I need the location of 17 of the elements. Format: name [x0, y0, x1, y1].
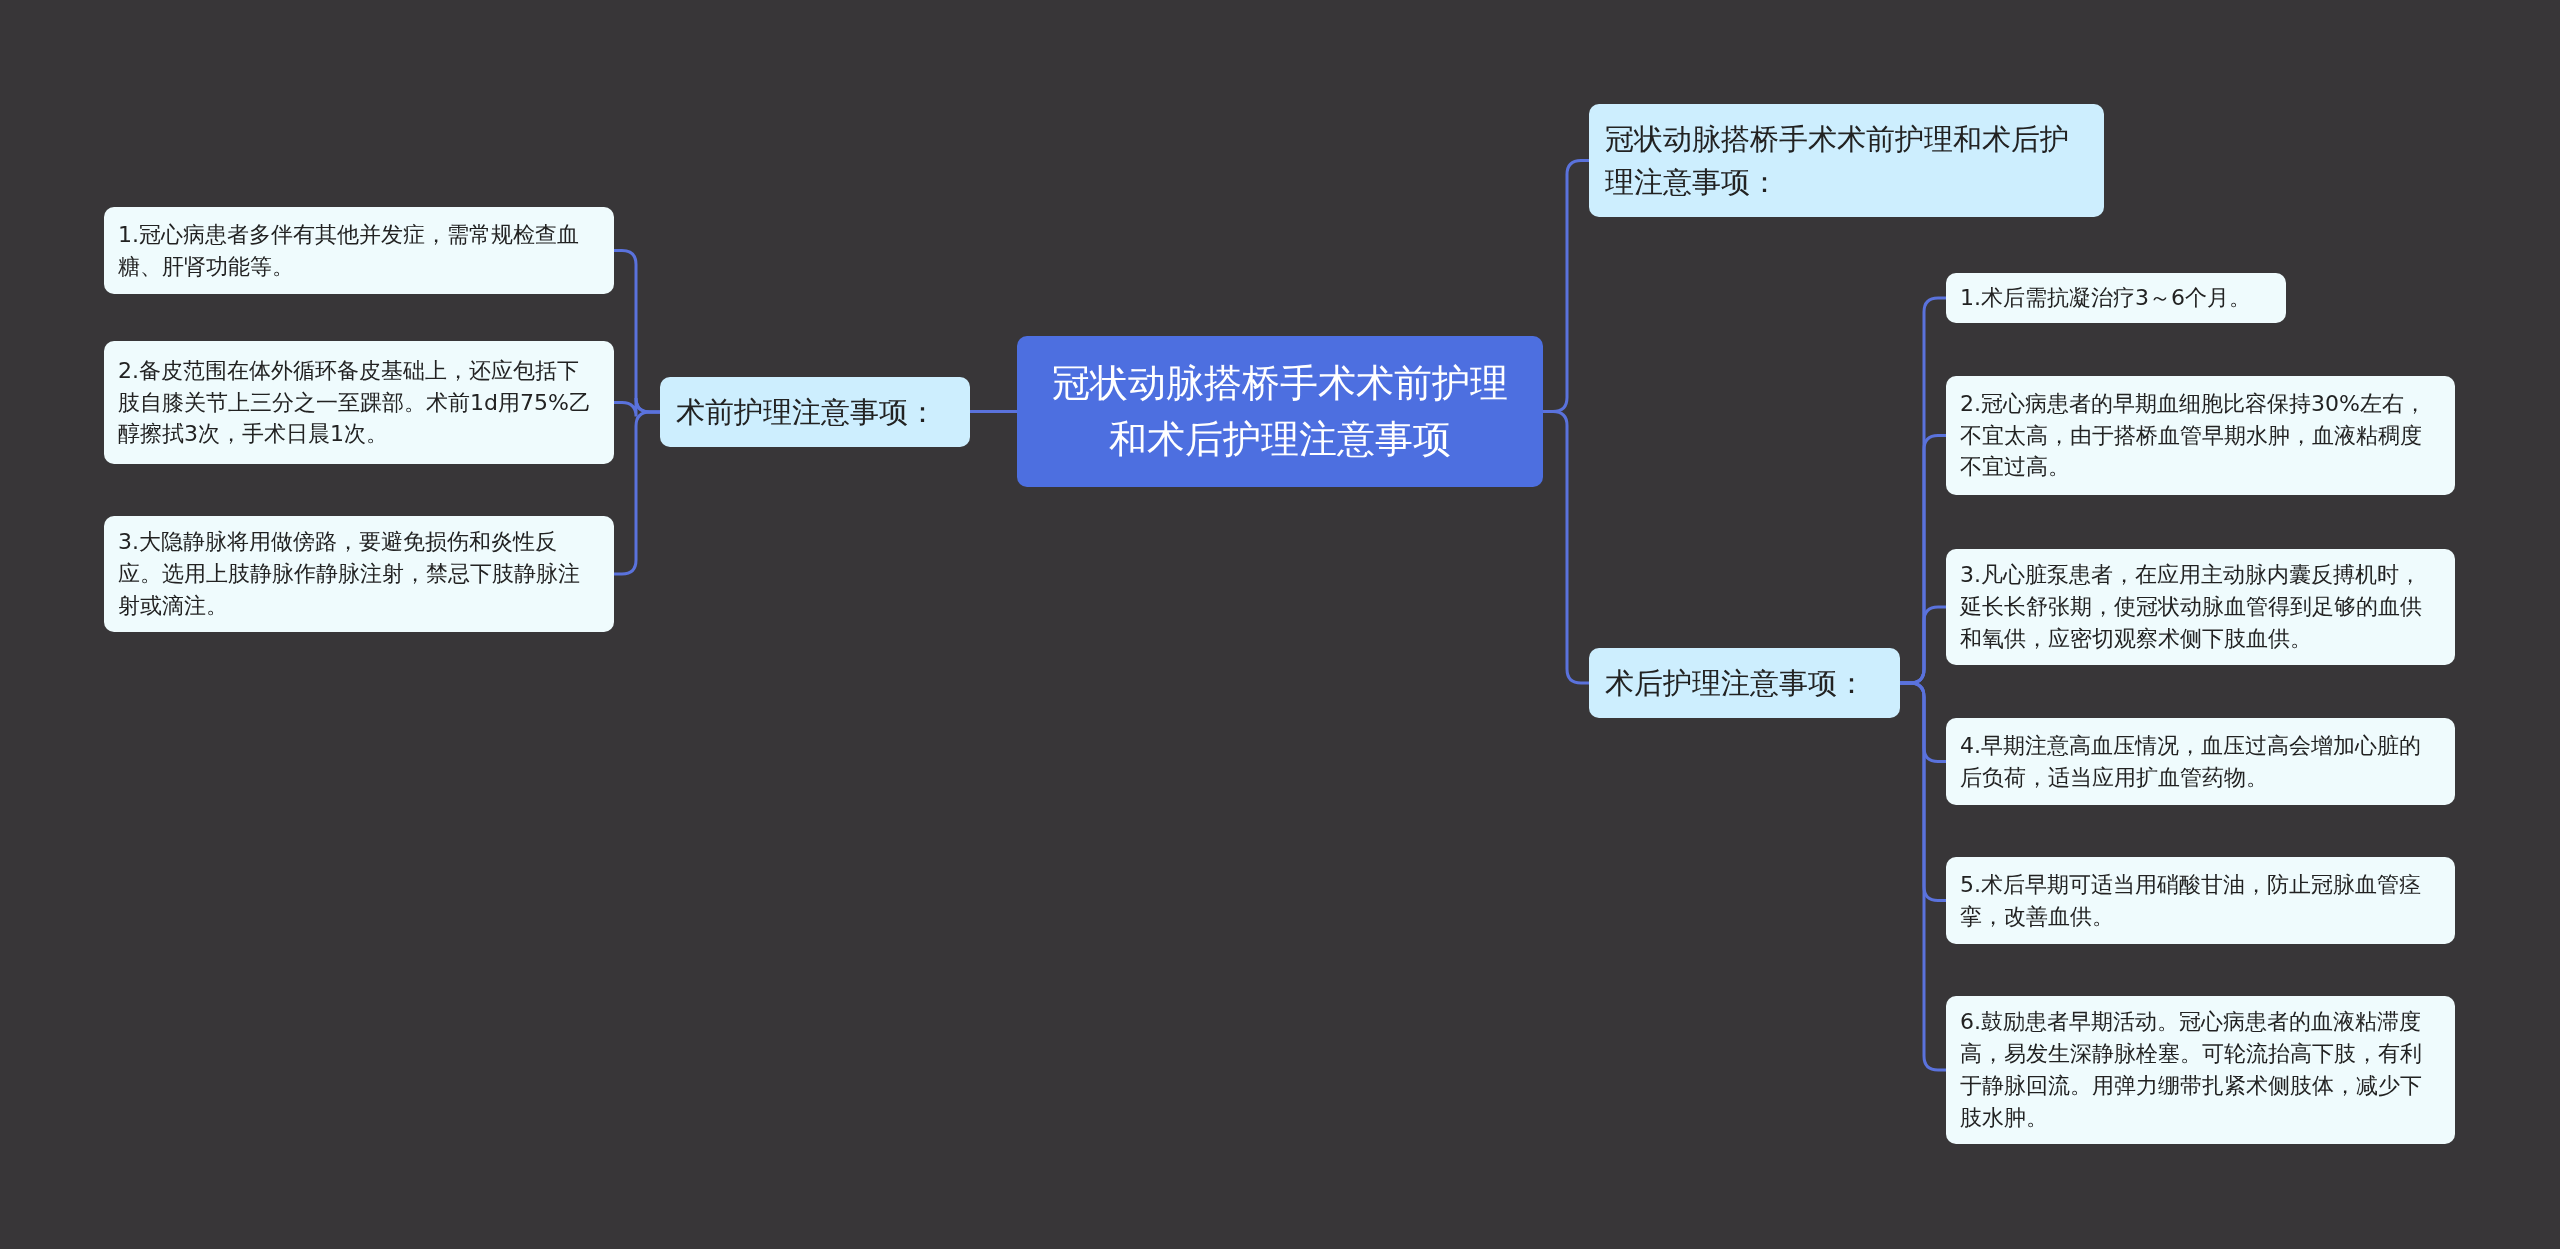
note-box: 3.大隐静脉将用做傍路，要避免损伤和炎性反应。选用上肢静脉作静脉注射，禁忌下肢静脉注射或滴注。: [104, 516, 614, 632]
note-box: 6.鼓励患者早期活动。冠心病患者的血液粘滞度高，易发生深静脉栓塞。可轮流抬高下肢，有利于静脉回流。用弹力绷带扎紧术侧肢体，减少下肢水肿。: [1946, 996, 2455, 1144]
note-box: 4.早期注意高血压情况，血压过高会增加心脏的后负荷，适当应用扩血管药物。: [1946, 718, 2455, 805]
topic-box: 冠状动脉搭桥手术术前护理和术后护理注意事项：: [1589, 104, 2104, 217]
topic-box: 术前护理注意事项：: [660, 377, 970, 447]
connector-line: [1900, 681, 1946, 1072]
note-box: 3.凡心脏泵患者，在应用主动脉内囊反搏机时，延长长舒张期，使冠状动脉血管得到足够的血供和氧供，应密切观察术侧下肢血供。: [1946, 549, 2455, 665]
note-box: 5.术后早期可适当用硝酸甘油，防止冠脉血管痉挛，改善血供。: [1946, 857, 2455, 944]
note-box: 2.冠心病患者的早期血细胞比容保持30%左右，不宜太高，由于搭桥血管早期水肿，血液粘稠度不宜过高。: [1946, 376, 2455, 495]
connector-line: [614, 410, 660, 576]
note-box: 1.术后需抗凝治疗3～6个月。: [1946, 273, 2286, 323]
connector-line: [1543, 410, 1589, 685]
central-topic-box: 冠状动脉搭桥手术术前护理和术后护理注意事项: [1017, 336, 1543, 487]
connector-line: [970, 410, 1017, 413]
note-box: 2.备皮范围在体外循环备皮基础上，还应包括下肢自膝关节上三分之一至踝部。术前1d用75%乙醇擦拭3次，手术日晨1次。: [104, 341, 614, 464]
note-box: 1.冠心病患者多伴有其他并发症，需常规检查血糖、肝肾功能等。: [104, 207, 614, 294]
topic-box: 术后护理注意事项：: [1589, 648, 1900, 718]
